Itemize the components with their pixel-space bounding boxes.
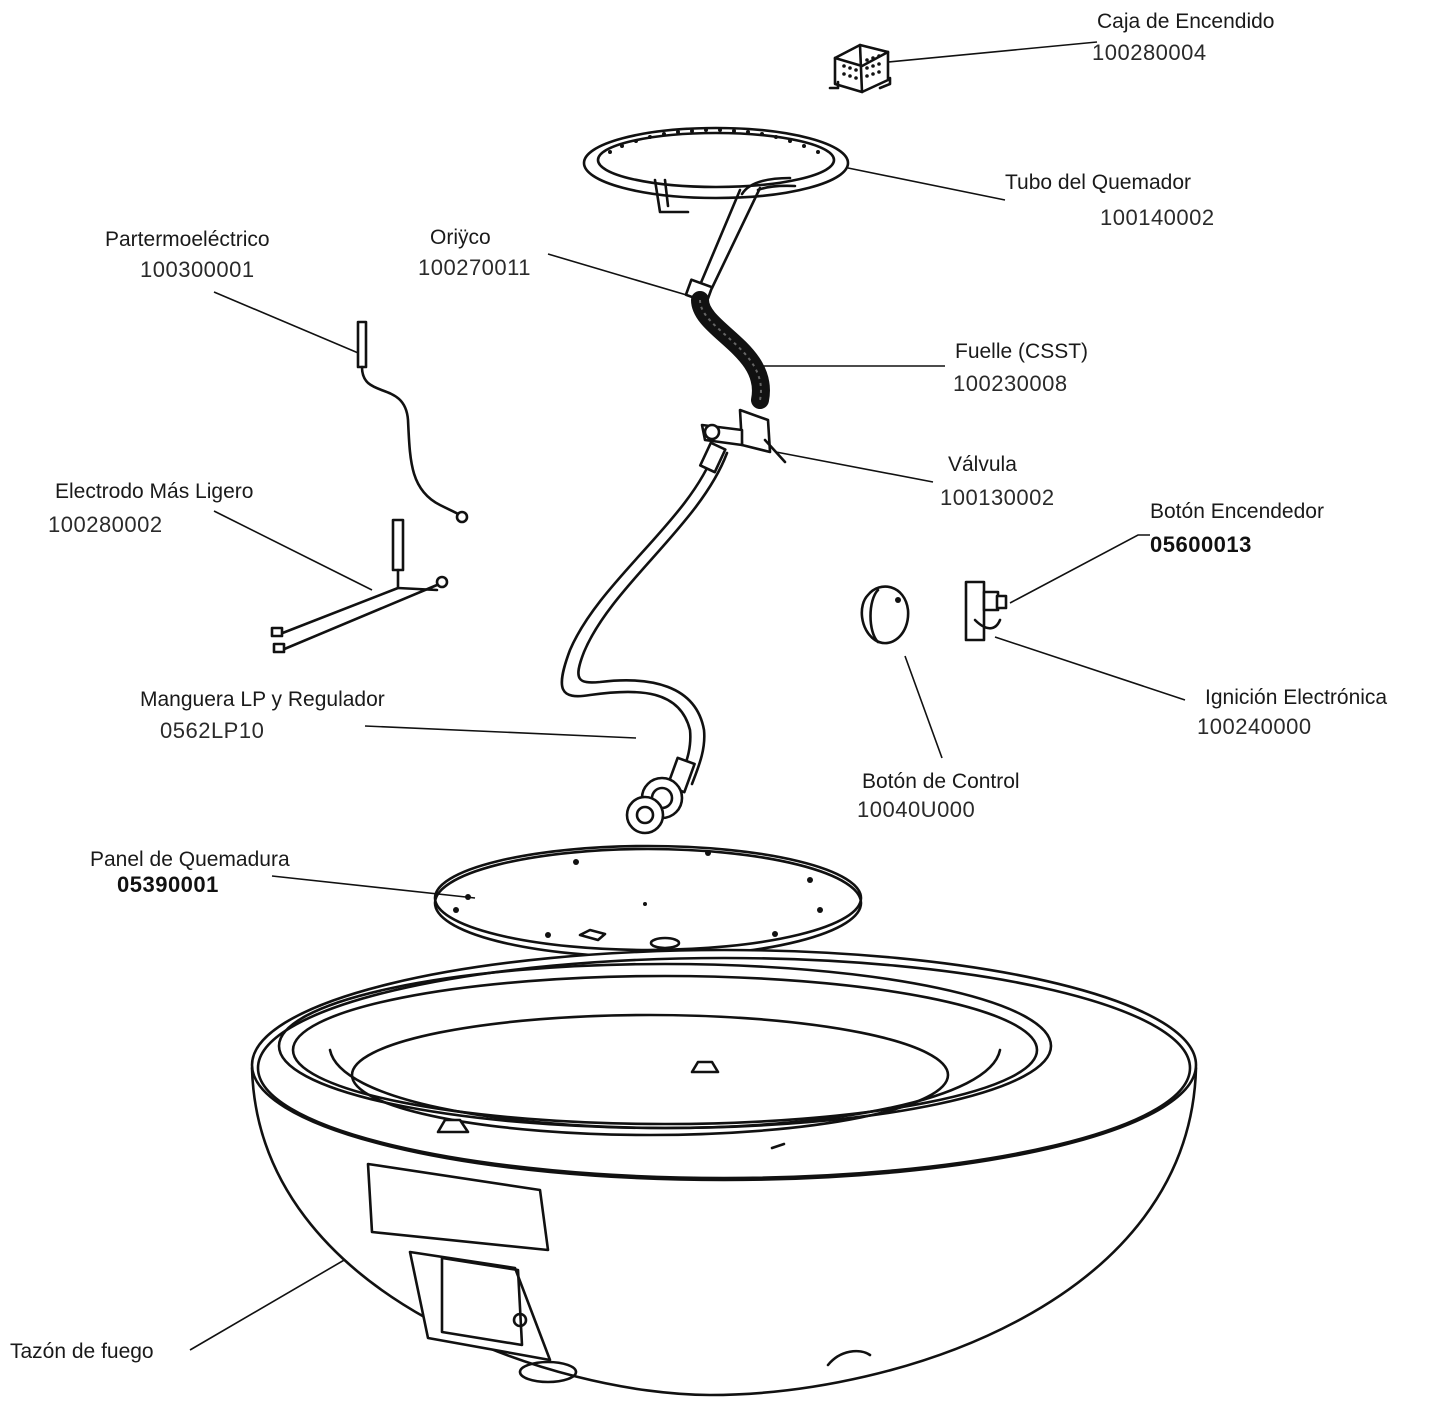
burner-tube-code: 100140002 <box>1100 205 1215 230</box>
burn-panel-drawing <box>433 844 863 959</box>
igniter-button-code: 05600013 <box>1150 532 1252 557</box>
fire-bowl-drawing <box>250 948 1198 1397</box>
hose-regulator-code: 0562LP10 <box>160 718 265 743</box>
leader-hose-regulator <box>364 725 637 739</box>
burner-tube-drawing <box>582 126 850 290</box>
hose-regulator-label: Manguera LP y Regulador <box>140 688 385 711</box>
leader-thermocouple <box>213 291 364 356</box>
leader-electrode <box>213 510 373 591</box>
burner-tube-label: Tubo del Quemador <box>1005 171 1191 194</box>
burn-panel-code: 05390001 <box>117 872 219 897</box>
thermocouple-label: Partermoeléctrico <box>105 228 270 251</box>
thermocouple-drawing <box>356 320 469 524</box>
leader-fire-bowl <box>189 1244 371 1351</box>
ignition-box-drawing <box>828 43 892 94</box>
orifice-code: 100270011 <box>418 255 531 280</box>
leader-ignition-box <box>887 41 1098 63</box>
ignition-box-label: Caja de Encendido <box>1097 10 1275 33</box>
igniter-button-label: Botón Encendedor <box>1150 500 1324 523</box>
control-knob-code: 10040U000 <box>857 797 976 822</box>
electrode-drawing <box>270 518 449 654</box>
ignition-box-code: 100280004 <box>1092 40 1207 65</box>
fire-bowl-label: Tazón de fuego <box>10 1340 154 1363</box>
bellows-drawing <box>684 278 770 409</box>
electronic-ignition-label: Ignición Electrónica <box>1205 686 1388 709</box>
electrode-code: 100280002 <box>48 512 163 537</box>
bellows-label: Fuelle (CSST) <box>955 340 1089 363</box>
valve-code: 100130002 <box>940 485 1055 510</box>
leader-igniter-button <box>1009 534 1150 604</box>
control-knob-drawing <box>860 585 910 645</box>
leader-electronic-ignition <box>994 636 1186 701</box>
hose-regulator-drawing <box>560 441 729 835</box>
thermocouple-code: 100300001 <box>140 257 255 282</box>
leader-burner-tube <box>847 167 1006 201</box>
leader-valve <box>775 451 934 483</box>
burn-panel-label: Panel de Quemadura <box>90 848 290 871</box>
leader-lines <box>189 41 1186 1351</box>
electronic-ignition-code: 100240000 <box>1197 714 1312 739</box>
electrode-label: Electrodo Más Ligero <box>55 480 254 503</box>
valve-label: Válvula <box>948 453 1017 476</box>
leader-burn-panel <box>271 875 476 899</box>
leader-control-knob <box>904 655 943 759</box>
leader-orifice <box>547 253 691 297</box>
igniter-drawing <box>964 580 1008 642</box>
bellows-code: 100230008 <box>953 371 1068 396</box>
control-knob-label: Botón de Control <box>862 770 1020 793</box>
valve-drawing <box>700 408 787 464</box>
orifice-label: Oriÿco <box>430 226 491 249</box>
